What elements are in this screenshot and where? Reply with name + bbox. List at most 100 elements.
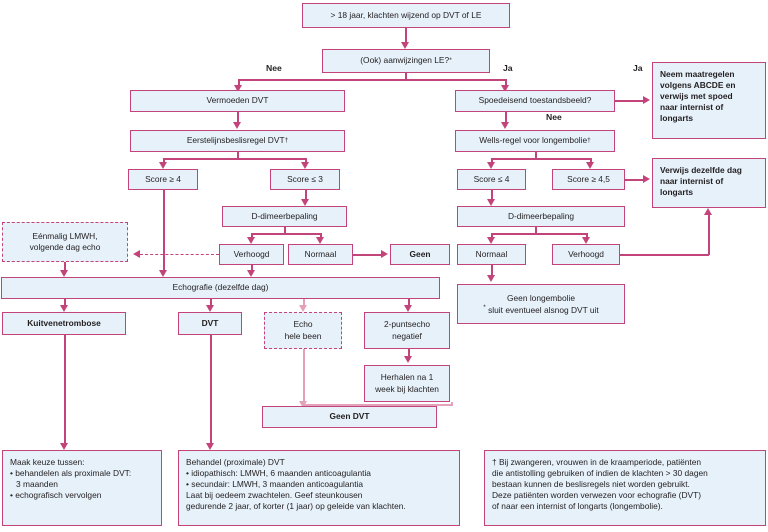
arrowhead-le-to-spoedeisend xyxy=(501,85,509,92)
arrowhead-score-ge45-to-verwijs xyxy=(643,175,650,183)
connector-ddimer-left-normaal-drop xyxy=(320,233,322,239)
node-echografie: Echografie (dezelfde dag) xyxy=(1,277,440,299)
node-tweepuntsecho-negatief: 2-puntsecho negatief xyxy=(364,312,450,349)
arrowhead-spoedeisend-to-wells xyxy=(501,122,509,129)
arrowhead-entry-to-le xyxy=(401,42,409,49)
arrowhead-score-le3-to-ddimer xyxy=(301,199,309,206)
node-eerstelijnsbeslisregel: Eerstelijnsbeslisregel DVT† xyxy=(130,130,345,152)
arrowhead-vermoeden-to-eerstelijns xyxy=(233,122,241,129)
arrowhead-le-to-vermoeden xyxy=(234,85,242,92)
connector-normaal-right-to-geen-longembolie xyxy=(491,265,493,279)
arrowhead-to-score-le3 xyxy=(301,162,309,169)
connector-spoedeisend-to-wells xyxy=(505,112,507,125)
node-wells-regel-text: Wells-regel voor longembolie xyxy=(479,135,588,146)
node-maak-keuze-text: Maak keuze tussen: • behandelen als prox… xyxy=(10,457,132,501)
connector-eerstelijns-right-drop xyxy=(305,158,307,164)
connector-normaal-to-geen xyxy=(353,254,383,256)
node-normaal-right: Normaal xyxy=(457,244,526,265)
node-herhalen-text: Herhalen na 1 week bij klachten xyxy=(375,372,439,394)
connector-wells-split-bus xyxy=(491,158,591,160)
node-verhoogd-left: Verhoogd xyxy=(219,244,284,265)
node-vermoeden-dvt: Vermoeden DVT xyxy=(130,90,345,112)
connector-score-le4-to-ddimer-right xyxy=(491,190,493,202)
edge-label-nee-right: Nee xyxy=(546,112,562,122)
node-verwijs-text: Verwijs dezelfde dag naar internist of l… xyxy=(660,165,742,198)
node-normaal-left: Normaal xyxy=(288,244,353,265)
node-ddimeerbepaling-right: D-dimeerbepaling xyxy=(457,206,625,227)
node-geen-dvt: Geen DVT xyxy=(262,406,437,428)
node-le-question-superscript: * xyxy=(449,56,452,64)
node-spoedeisend: Spoedeisend toestandsbeeld? xyxy=(455,90,615,112)
arrowhead-echografie-to-echo-hele-been xyxy=(299,305,307,312)
node-tweepuntsecho-text: 2-puntsecho negatief xyxy=(383,319,431,341)
arrowhead-to-verhoogd-right xyxy=(582,237,590,244)
connector-ddimer-right-split-stem xyxy=(535,227,537,234)
connector-ddimer-left-split-bus xyxy=(251,233,321,235)
arrowhead-lmwh-to-echografie xyxy=(60,270,68,277)
node-behandel-text: Behandel (proximale) DVT • idiopathisch:… xyxy=(186,457,406,512)
arrowhead-kuitvene-to-maak-keuze xyxy=(60,443,68,450)
connector-lmwh-to-echografie xyxy=(64,262,66,274)
arrowhead-to-normaal-left xyxy=(316,237,324,244)
connector-ddimer-right-verhoogd-drop xyxy=(586,233,588,239)
connector-ddimer-right-normaal-drop xyxy=(491,233,493,239)
arrowhead-to-score-ge45 xyxy=(586,162,594,169)
connector-wells-left-drop xyxy=(491,158,493,164)
arrowhead-normaal-right-to-geen-longembolie xyxy=(487,275,495,282)
arrowhead-to-score-le4 xyxy=(487,162,495,169)
connector-vermoeden-to-eerstelijns xyxy=(237,112,239,125)
arrowhead-verhoogd-right-to-verwijs xyxy=(704,208,712,215)
connector-verhoogd-right-to-verwijs-v xyxy=(708,215,710,255)
node-eerstelijnsbeslisregel-superscript: † xyxy=(284,136,289,144)
connector-herhalen-to-geen-dvt-bus xyxy=(303,404,453,406)
arrowhead-normaal-to-geen xyxy=(381,250,388,258)
node-score-ge45: Score ≥ 4,5 xyxy=(552,169,625,190)
node-le-question-text: (Ook) aanwijzingen LE? xyxy=(360,55,450,66)
arrowhead-tweepuntsecho-to-herhalen xyxy=(404,356,412,363)
node-wells-regel-superscript: † xyxy=(587,136,591,144)
node-score-le4: Score ≤ 4 xyxy=(457,169,526,190)
node-behandel-proximale-dvt: Behandel (proximale) DVT • idiopathisch:… xyxy=(178,450,460,526)
connector-ddimer-left-split-stem xyxy=(284,227,286,234)
node-herhalen-na-1-week: Herhalen na 1 week bij klachten xyxy=(364,365,450,402)
node-ddimeerbepaling-left: D-dimeerbepaling xyxy=(222,206,347,227)
edge-label-nee-left: Nee xyxy=(266,63,282,73)
connector-echografie-to-tweepuntsecho xyxy=(408,299,410,308)
connector-spoedeisend-to-abcde xyxy=(615,100,645,102)
node-wells-regel: Wells-regel voor longembolie† xyxy=(455,130,615,152)
connector-le-split-bus xyxy=(238,79,506,81)
node-le-question: (Ook) aanwijzingen LE?* xyxy=(322,49,490,73)
node-geen-longembolie: Geen longembolie * sluit eventueel alsno… xyxy=(457,284,625,324)
arrowhead-echografie-to-kuitvene xyxy=(60,305,68,312)
node-eerstelijnsbeslisregel-text: Eerstelijnsbeslisregel DVT xyxy=(186,135,285,146)
node-footnote-text: † Bij zwangeren, vrouwen in de kraamperi… xyxy=(492,457,708,512)
arrowhead-spoedeisend-to-abcde xyxy=(643,96,650,104)
arrowhead-to-normaal-right xyxy=(487,237,495,244)
connector-score-ge45-to-verwijs xyxy=(625,179,645,181)
arrowhead-to-score-ge4 xyxy=(159,162,167,169)
node-entry: > 18 jaar, klachten wijzend op DVT of LE xyxy=(302,3,510,28)
arrowhead-dvt-to-behandel xyxy=(206,443,214,450)
node-echo-hele-been-text: Echo hele been xyxy=(284,319,322,341)
connector-score-ge4-to-echografie xyxy=(163,190,165,274)
connector-le-left-drop xyxy=(238,79,240,88)
node-geen-longembolie-sub: * sluit eventueel alsnog DVT uit xyxy=(483,303,599,315)
arrowhead-to-verhoogd-left xyxy=(247,237,255,244)
node-footnote: † Bij zwangeren, vrouwen in de kraamperi… xyxy=(484,450,766,526)
node-kuitvenetrombose: Kuitvenetrombose xyxy=(2,312,126,335)
arrowhead-score-le4-to-ddimer-right xyxy=(487,199,495,206)
connector-score-le3-to-ddimer xyxy=(305,190,307,202)
node-verwijs-dezelfde-dag: Verwijs dezelfde dag naar internist of l… xyxy=(652,158,766,208)
connector-le-split-stem xyxy=(405,73,407,80)
connector-eerstelijns-left-drop xyxy=(163,158,165,164)
connector-le-right-drop xyxy=(505,79,507,88)
node-abcde-text: Neem maatregelen volgens ABCDE en verwij… xyxy=(660,69,736,124)
connector-entry-to-le xyxy=(405,28,407,46)
connector-kuitvene-to-maak-keuze xyxy=(64,335,66,447)
connector-ddimer-left-verhoogd-drop xyxy=(251,233,253,239)
connector-eerstelijns-split-stem xyxy=(237,152,239,159)
arrowhead-verhoogd-to-lmwh xyxy=(133,250,140,258)
edge-label-ja-middle: Ja xyxy=(503,63,513,73)
node-geen: Geen xyxy=(390,244,450,265)
